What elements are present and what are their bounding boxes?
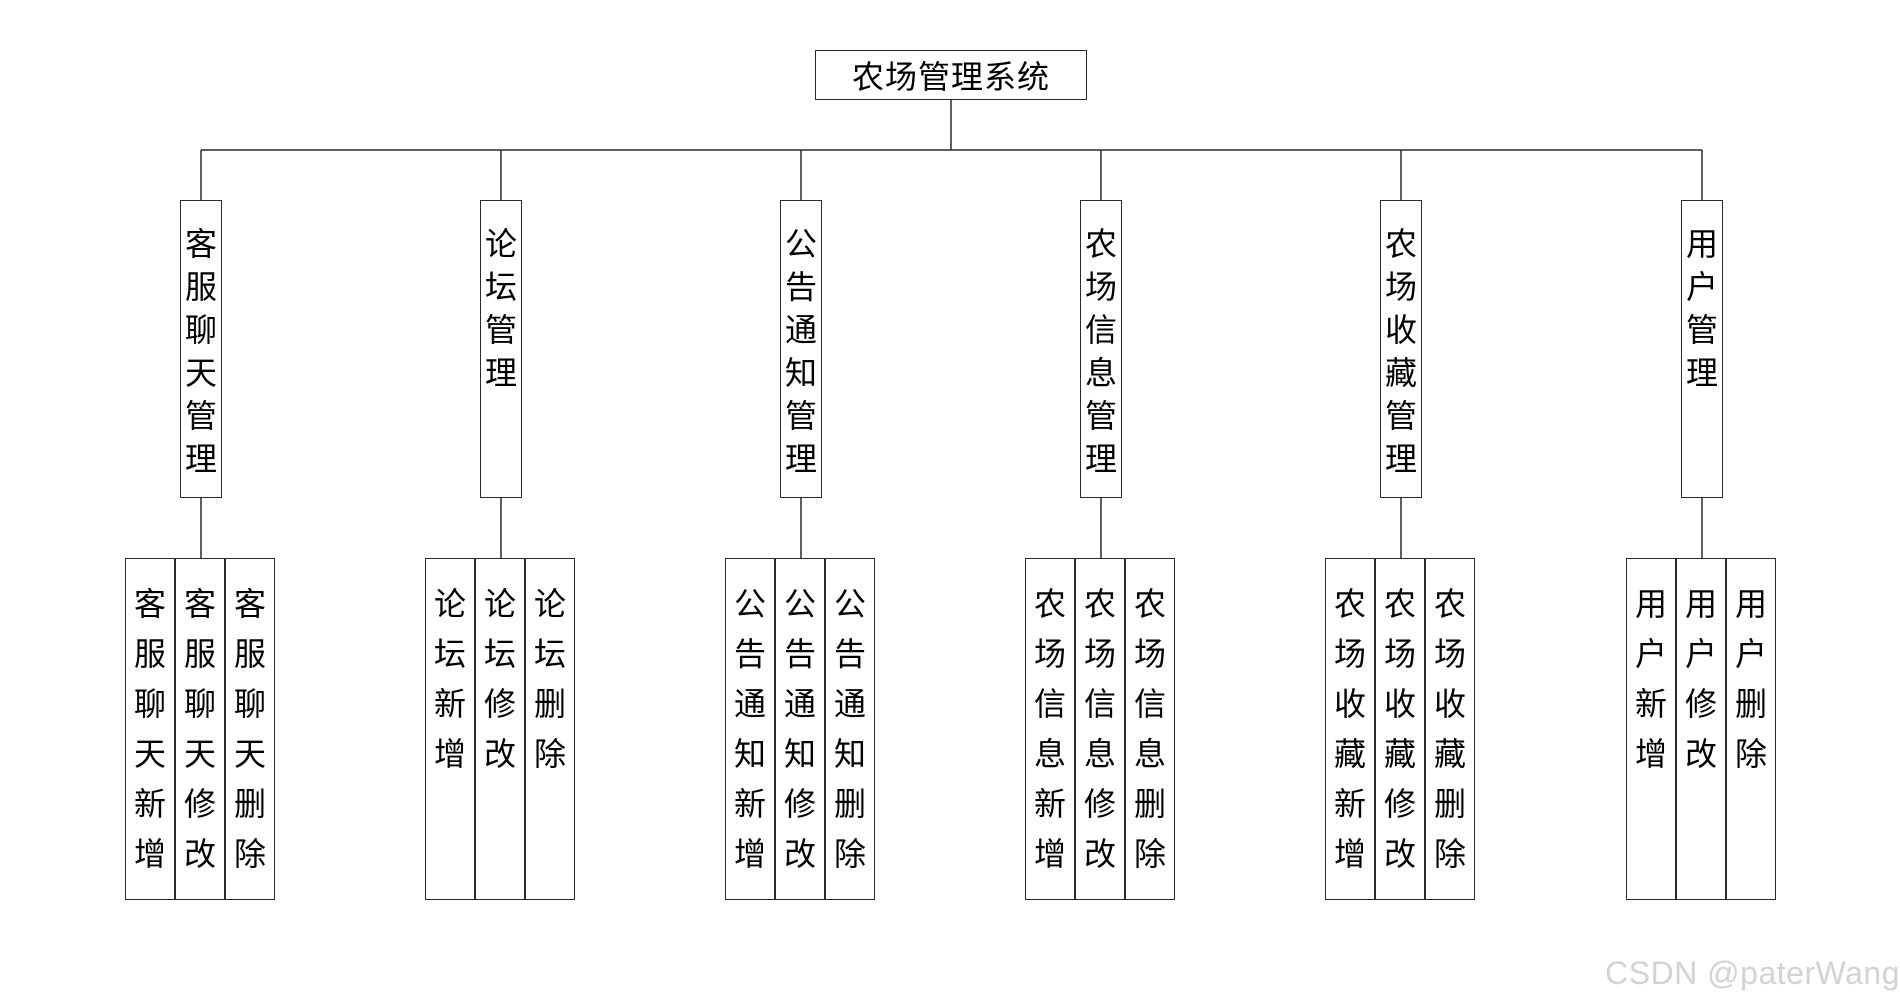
leaf-label: 农场收藏删除	[1433, 585, 1466, 873]
leaf-node-delete: 用户删除	[1726, 558, 1776, 900]
leaf-node-edit: 用户修改	[1676, 558, 1726, 900]
leaf-node-add: 公告通知新增	[725, 558, 775, 900]
leaf-label: 农场收藏新增	[1333, 585, 1366, 873]
leaf-node-delete: 客服聊天删除	[225, 558, 275, 900]
leaf-label: 用户删除	[1734, 585, 1767, 773]
leaf-label: 用户新增	[1634, 585, 1667, 773]
leaf-node-add: 客服聊天新增	[125, 558, 175, 900]
module-node-user: 用户管理	[1681, 200, 1723, 498]
leaf-node-edit: 公告通知修改	[775, 558, 825, 900]
leaf-label: 论坛删除	[533, 585, 566, 773]
leaf-node-edit: 农场收藏修改	[1375, 558, 1425, 900]
leaf-label: 客服聊天修改	[183, 585, 216, 873]
leaf-node-delete: 论坛删除	[525, 558, 575, 900]
watermark-text: CSDN @paterWang	[1605, 955, 1900, 991]
module-label: 农场信息管理	[1084, 225, 1117, 478]
leaf-label: 公告通知删除	[833, 585, 866, 873]
leaf-node-add: 论坛新增	[425, 558, 475, 900]
leaf-node-delete: 公告通知删除	[825, 558, 875, 900]
leaf-label: 客服聊天删除	[233, 585, 266, 873]
leaf-label: 客服聊天新增	[133, 585, 166, 873]
module-node-farm-info: 农场信息管理	[1080, 200, 1122, 498]
leaf-node-delete: 农场收藏删除	[1425, 558, 1475, 900]
leaf-label: 公告通知新增	[733, 585, 766, 873]
module-label: 客服聊天管理	[184, 225, 217, 478]
leaf-label: 农场收藏修改	[1383, 585, 1416, 873]
root-node-box: 农场管理系统	[815, 50, 1087, 100]
leaf-node-add: 农场信息新增	[1025, 558, 1075, 900]
leaf-label: 公告通知修改	[783, 585, 816, 873]
leaf-node-add: 用户新增	[1626, 558, 1676, 900]
leaf-label: 用户修改	[1684, 585, 1717, 773]
leaf-node-add: 农场收藏新增	[1325, 558, 1375, 900]
module-label: 农场收藏管理	[1384, 225, 1417, 478]
leaf-label: 农场信息新增	[1033, 585, 1066, 873]
module-label: 公告通知管理	[784, 225, 817, 478]
leaf-label: 论坛修改	[483, 585, 516, 773]
leaf-label: 农场信息删除	[1133, 585, 1166, 873]
module-node-forum: 论坛管理	[480, 200, 522, 498]
leaf-label: 论坛新增	[433, 585, 466, 773]
module-label: 论坛管理	[484, 225, 517, 392]
module-node-farm-favorites: 农场收藏管理	[1380, 200, 1422, 498]
module-node-customer-chat: 客服聊天管理	[180, 200, 222, 498]
leaf-node-edit: 论坛修改	[475, 558, 525, 900]
module-node-announcement: 公告通知管理	[780, 200, 822, 498]
module-label: 用户管理	[1685, 225, 1718, 392]
root-node-label: 农场管理系统	[851, 58, 1050, 96]
leaf-label: 农场信息修改	[1083, 585, 1116, 873]
leaf-node-edit: 客服聊天修改	[175, 558, 225, 900]
leaf-node-delete: 农场信息删除	[1125, 558, 1175, 900]
leaf-node-edit: 农场信息修改	[1075, 558, 1125, 900]
